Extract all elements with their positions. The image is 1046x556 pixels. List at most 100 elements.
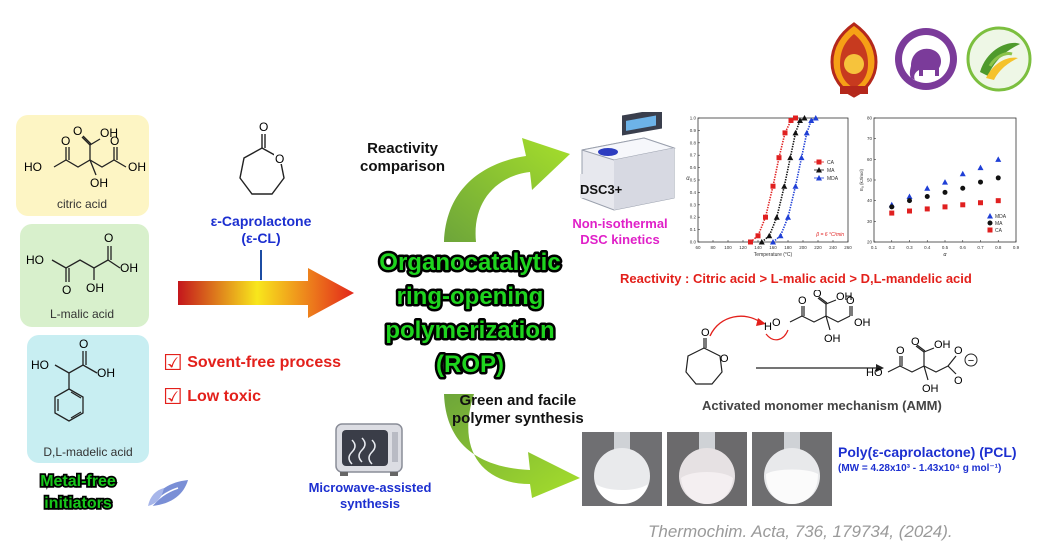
c1-point-mda (812, 115, 819, 121)
monomer-connector (260, 250, 262, 280)
c2-point-ca (924, 206, 930, 212)
c1-y-tick-label: 0.6 (690, 165, 697, 170)
c1-y-tick-label: 0.8 (690, 140, 697, 145)
mandelic-oh-label: OH (97, 366, 115, 380)
c1-x-tick-label: 260 (844, 245, 852, 250)
c1-point-mda (777, 232, 784, 239)
negative-charge-icon (964, 353, 978, 367)
c1-point-ca (770, 183, 776, 189)
product-mw: (MW = 4.28x10³ - 1.43x10⁴ g mol⁻¹) (838, 463, 1002, 474)
c1-point-ca (755, 233, 761, 239)
dsc-instrument: DSC3+ (580, 112, 676, 211)
feature-low-toxic: ☑ Low toxic (163, 384, 261, 410)
malic-acid-label: L-malic acid (50, 307, 114, 321)
c1-x-tick-label: 80 (710, 245, 716, 250)
cl-ring-o-label: O (275, 152, 284, 166)
green-arrow-bottom (444, 394, 580, 498)
c1-y-tick-label: 0.3 (690, 202, 697, 207)
reactivity-line-1: Reactivity (367, 140, 438, 157)
mandelic-acid-box (27, 335, 149, 463)
c1-point-ca (782, 130, 788, 136)
c1-point-ma (801, 115, 808, 121)
c2-point-mda (995, 156, 1002, 162)
c1-point-mda (792, 183, 799, 189)
c1-x-tick-label: 180 (784, 245, 792, 250)
mech-prod-o-1: O (896, 345, 905, 357)
citric-o-label-2: O (61, 134, 70, 148)
c1-point-mda (808, 117, 815, 123)
c1-x-tick-label: 220 (814, 245, 822, 250)
c2-point-ma (978, 179, 983, 185)
mech-acid-o-3: O (813, 290, 822, 300)
mandelic-acid-label: D,L-madelic acid (43, 445, 132, 459)
checkbox-icon: ☑ (163, 384, 183, 409)
c2-point-mda (906, 193, 913, 200)
c1-y-tick-label: 0.9 (690, 128, 697, 133)
c2-point-ma (942, 189, 948, 195)
c1-point-ca (776, 155, 782, 161)
c2-point-ca (889, 210, 895, 216)
c1-point-mda (798, 154, 805, 161)
mech-cl-ring-o: O (720, 353, 729, 365)
c2-legend-label: MA (995, 221, 1003, 227)
c1-y-tick-label: 0.7 (690, 153, 697, 158)
microwave-icon (335, 423, 403, 476)
mech-acid-o-4: O (846, 295, 855, 307)
c1-annotation: β = 6 °C/min (815, 232, 844, 238)
cl-carbonyl-o-label: O (259, 120, 268, 134)
checkbox-icon: ☑ (163, 350, 183, 375)
green-line-2: polymer synthesis (452, 410, 584, 427)
title-line-4: (ROP) (436, 351, 504, 378)
c2-point-ca (907, 208, 912, 214)
c1-x-tick-label: 160 (769, 245, 777, 250)
mandelic-o-label: O (79, 337, 88, 351)
c2-y-tick-label: 50 (867, 178, 873, 183)
mech-prod-oh-2: OH (922, 383, 939, 395)
c1-legend-marker (816, 159, 822, 165)
c2-y-tick-label: 70 (867, 136, 873, 141)
negative-charge-sign: − (968, 355, 974, 367)
c2-y-tick-label: 20 (867, 240, 873, 245)
title-line-2: ring-opening (397, 283, 544, 310)
c1-legend-label: CA (827, 160, 835, 166)
malic-o-label-2: O (62, 283, 71, 297)
c2-point-ca (978, 200, 983, 206)
c1-point-mda (803, 129, 810, 136)
malic-oh-label-1: OH (120, 261, 138, 275)
mech-acid-oh-2: OH (854, 317, 871, 329)
c1-x-tick-label: 240 (829, 245, 837, 250)
c1-x-tick-label: 140 (754, 245, 762, 250)
metal-free-caption: Metal-free initiators (38, 471, 117, 514)
dsc-kinetics-line-2: DSC kinetics (580, 232, 660, 247)
mech-acid-oh-1: OH (836, 291, 853, 303)
green-leaf-logo (966, 26, 1032, 92)
reactivity-order: Reactivity : Citric acid > L-malic acid … (620, 271, 972, 286)
mech-proton-h: H (764, 321, 772, 333)
monomer-name: ε-Caprolactone (ε-CL) (196, 213, 326, 247)
metal-free-line-2: initiators (44, 495, 112, 512)
c1-point-ca (788, 117, 794, 123)
c2-x-tick-label: 0.5 (942, 245, 949, 250)
malic-oh-label-2: OH (86, 281, 104, 295)
c1-y-tick-label: 0.2 (690, 215, 697, 220)
mech-acid-o: O (772, 317, 781, 329)
flask-photo-1 (582, 432, 662, 506)
malic-o-label-1: O (104, 231, 113, 245)
c1-series-line-ma (761, 117, 805, 243)
citric-o-label-1: O (73, 124, 82, 138)
feature-solvent-free: ☑ Sovent-free process (163, 350, 341, 376)
c1-point-ma (781, 183, 788, 189)
c2-point-ma (995, 175, 1001, 181)
mandelic-acid-structure: HO O OH D,L-madelic acid (31, 337, 133, 459)
mechanism-scheme: O O H O O O OH O OH OH HO O O OH OH O O … (685, 290, 978, 395)
citric-oh-label-1: OH (100, 126, 118, 140)
c2-x-tick-label: 0.3 (906, 245, 913, 250)
c1-point-mda (785, 214, 791, 220)
c1-point-ma (766, 232, 773, 239)
citation: Thermochim. Acta, 736, 179734, (2024). (648, 522, 953, 541)
dsc-kinetics-label: Non-isothermal DSC kinetics (557, 216, 683, 248)
c1-x-tick-label: 100 (724, 245, 732, 250)
c2-point-ma (889, 204, 895, 210)
c1-point-ma (797, 117, 803, 123)
mandelic-ho-label: HO (31, 358, 49, 372)
